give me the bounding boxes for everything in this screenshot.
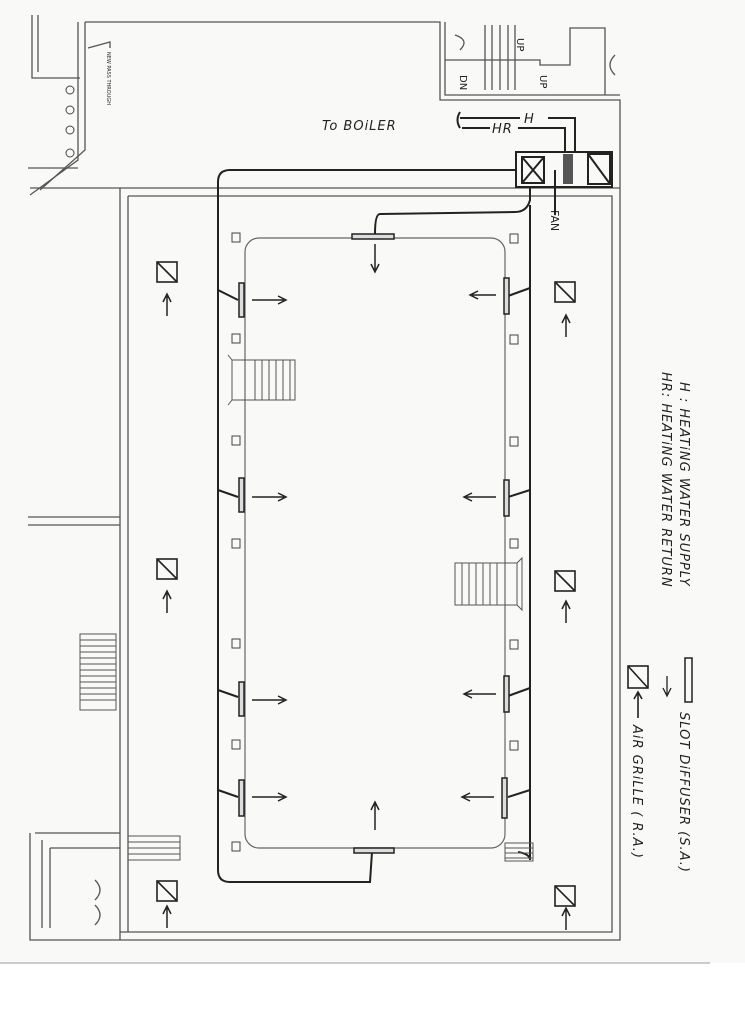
slot-diffuser xyxy=(503,675,510,713)
slot-diffuser xyxy=(503,277,510,315)
to-boiler-label: To BOiLER xyxy=(322,119,397,134)
slot-diffuser xyxy=(238,779,245,817)
air-grille-icon xyxy=(156,880,178,902)
air-grilles xyxy=(156,261,576,907)
legend-h: H : HEATiNG WATER SUPPLY xyxy=(676,382,691,587)
pass-through-note: NEW PASS THROUGH xyxy=(65,41,111,158)
stair-up-label: UP xyxy=(514,38,525,51)
hr-pipe-label: HR xyxy=(492,122,513,137)
air-grille-icon xyxy=(554,570,576,592)
air-grille-icon xyxy=(554,885,576,907)
fan-label: FAN xyxy=(548,210,561,231)
supply-duct xyxy=(217,169,531,883)
stair-dn-label: DN xyxy=(457,75,468,90)
legend-supply-arrow-icon xyxy=(662,676,672,698)
stairs xyxy=(79,354,534,862)
legend-air-grille: AiR GRiLLE ( R.A.) xyxy=(629,724,644,859)
slot-diffuser xyxy=(353,847,395,854)
stair-core: DN UP UP xyxy=(444,22,620,96)
air-grille-icon xyxy=(156,558,178,580)
paper-margin xyxy=(0,963,745,1024)
legend-slot-diffuser-icon xyxy=(684,657,693,703)
slot-diffuser xyxy=(238,282,245,318)
building-walls xyxy=(28,15,621,941)
airflow-arrows xyxy=(162,244,571,930)
columns xyxy=(231,232,519,852)
room-outline xyxy=(244,237,506,849)
slot-diffusers xyxy=(238,233,510,854)
slot-diffuser xyxy=(238,681,245,717)
slot-diffuser xyxy=(238,477,245,513)
air-grille-icon xyxy=(156,261,178,283)
legend-air-grille-icon xyxy=(627,665,649,718)
stair-up-label-2: UP xyxy=(537,75,548,88)
legend-hr: HR: HEATiNG WATER RETURN xyxy=(658,372,673,588)
slot-diffuser xyxy=(503,479,510,517)
slot-diffuser xyxy=(501,777,508,819)
legend-slot-diffuser: SLOT DiFFUSER (S.A.) xyxy=(676,712,691,873)
h-pipe-label: H xyxy=(524,112,535,127)
slot-diffuser xyxy=(351,233,395,240)
pass-through-label: NEW PASS THROUGH xyxy=(105,52,111,105)
boiler-piping: To BOiLER H HR xyxy=(322,111,576,152)
legend: H : HEATiNG WATER SUPPLY HR: HEATiNG WAT… xyxy=(627,372,693,873)
air-grille-icon xyxy=(554,281,576,303)
